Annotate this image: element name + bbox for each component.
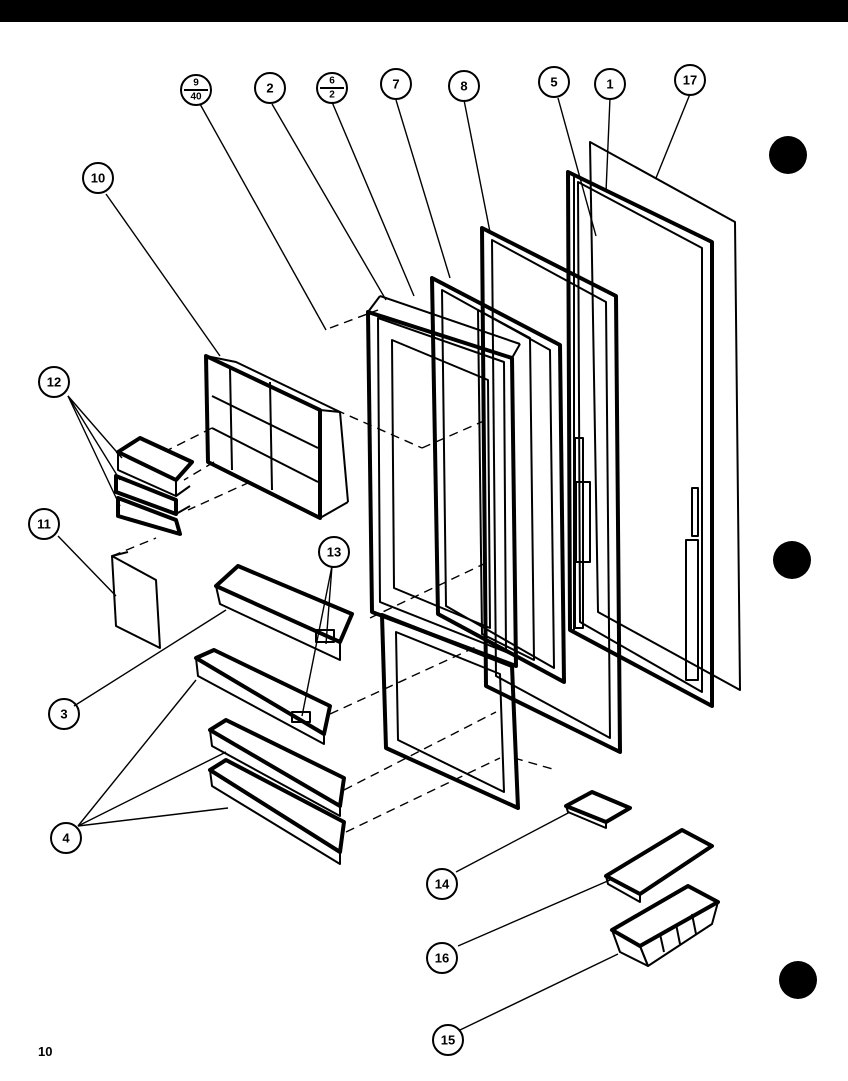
callout-4: 4 [50, 822, 82, 854]
callout-9-over-40: 9 40 [180, 74, 212, 106]
part-11-cover-plate [111, 551, 161, 649]
callout-13: 13 [318, 536, 350, 568]
part-2-inner-door-liner [366, 295, 521, 668]
svg-text:4: 4 [62, 831, 70, 846]
binder-hole-top [769, 136, 807, 174]
callout-5: 5 [538, 66, 570, 98]
svg-text:11: 11 [37, 517, 51, 532]
svg-text:2: 2 [329, 90, 335, 101]
part-17-door-liner-sheet [589, 141, 741, 691]
svg-text:40: 40 [190, 92, 202, 103]
svg-text:3: 3 [60, 707, 67, 722]
part-12-stacked-bins [114, 436, 194, 536]
svg-text:12: 12 [47, 375, 61, 390]
binder-hole-bottom [779, 961, 817, 999]
callout-10: 10 [82, 162, 114, 194]
callout-16: 16 [426, 942, 458, 974]
part-7-breaker-frame [430, 276, 566, 684]
svg-text:17: 17 [683, 73, 697, 88]
callout-3: 3 [48, 698, 80, 730]
top-border [0, 0, 848, 22]
svg-text:16: 16 [435, 951, 449, 966]
callout-11: 11 [28, 508, 60, 540]
part-14-small-tray [564, 790, 632, 829]
callout-6-over-2: 6 2 [316, 72, 348, 104]
part-3-door-bin [214, 564, 354, 661]
callout-2: 2 [254, 72, 286, 104]
svg-text:1: 1 [606, 77, 613, 92]
callout-12: 12 [38, 366, 70, 398]
svg-text:7: 7 [392, 77, 399, 92]
svg-text:10: 10 [91, 171, 105, 186]
part-2-lower-liner-frame [380, 613, 520, 810]
svg-text:6: 6 [329, 76, 335, 87]
leader-lines [57, 93, 691, 1031]
svg-text:2: 2 [266, 81, 273, 96]
callout-14: 14 [426, 868, 458, 900]
part-1-outer-door [566, 170, 714, 708]
svg-text:8: 8 [460, 79, 467, 94]
svg-text:15: 15 [441, 1033, 455, 1048]
callout-15: 15 [432, 1024, 464, 1056]
callout-1: 1 [594, 68, 626, 100]
svg-text:5: 5 [550, 75, 557, 90]
binder-hole-middle [773, 541, 811, 579]
callout-8: 8 [448, 70, 480, 102]
part-15-ice-bin [610, 884, 720, 967]
part-4-door-bins [194, 648, 346, 865]
svg-text:13: 13 [327, 545, 341, 560]
part-8-door-gasket [480, 226, 622, 754]
svg-text:14: 14 [435, 877, 450, 892]
callout-17: 17 [674, 64, 706, 96]
assembly-dashed-lines [111, 309, 557, 833]
svg-text:9: 9 [193, 78, 199, 89]
page-number: 10 [38, 1044, 53, 1059]
part-10-shelf-unit [204, 354, 349, 520]
callout-7: 7 [380, 68, 412, 100]
